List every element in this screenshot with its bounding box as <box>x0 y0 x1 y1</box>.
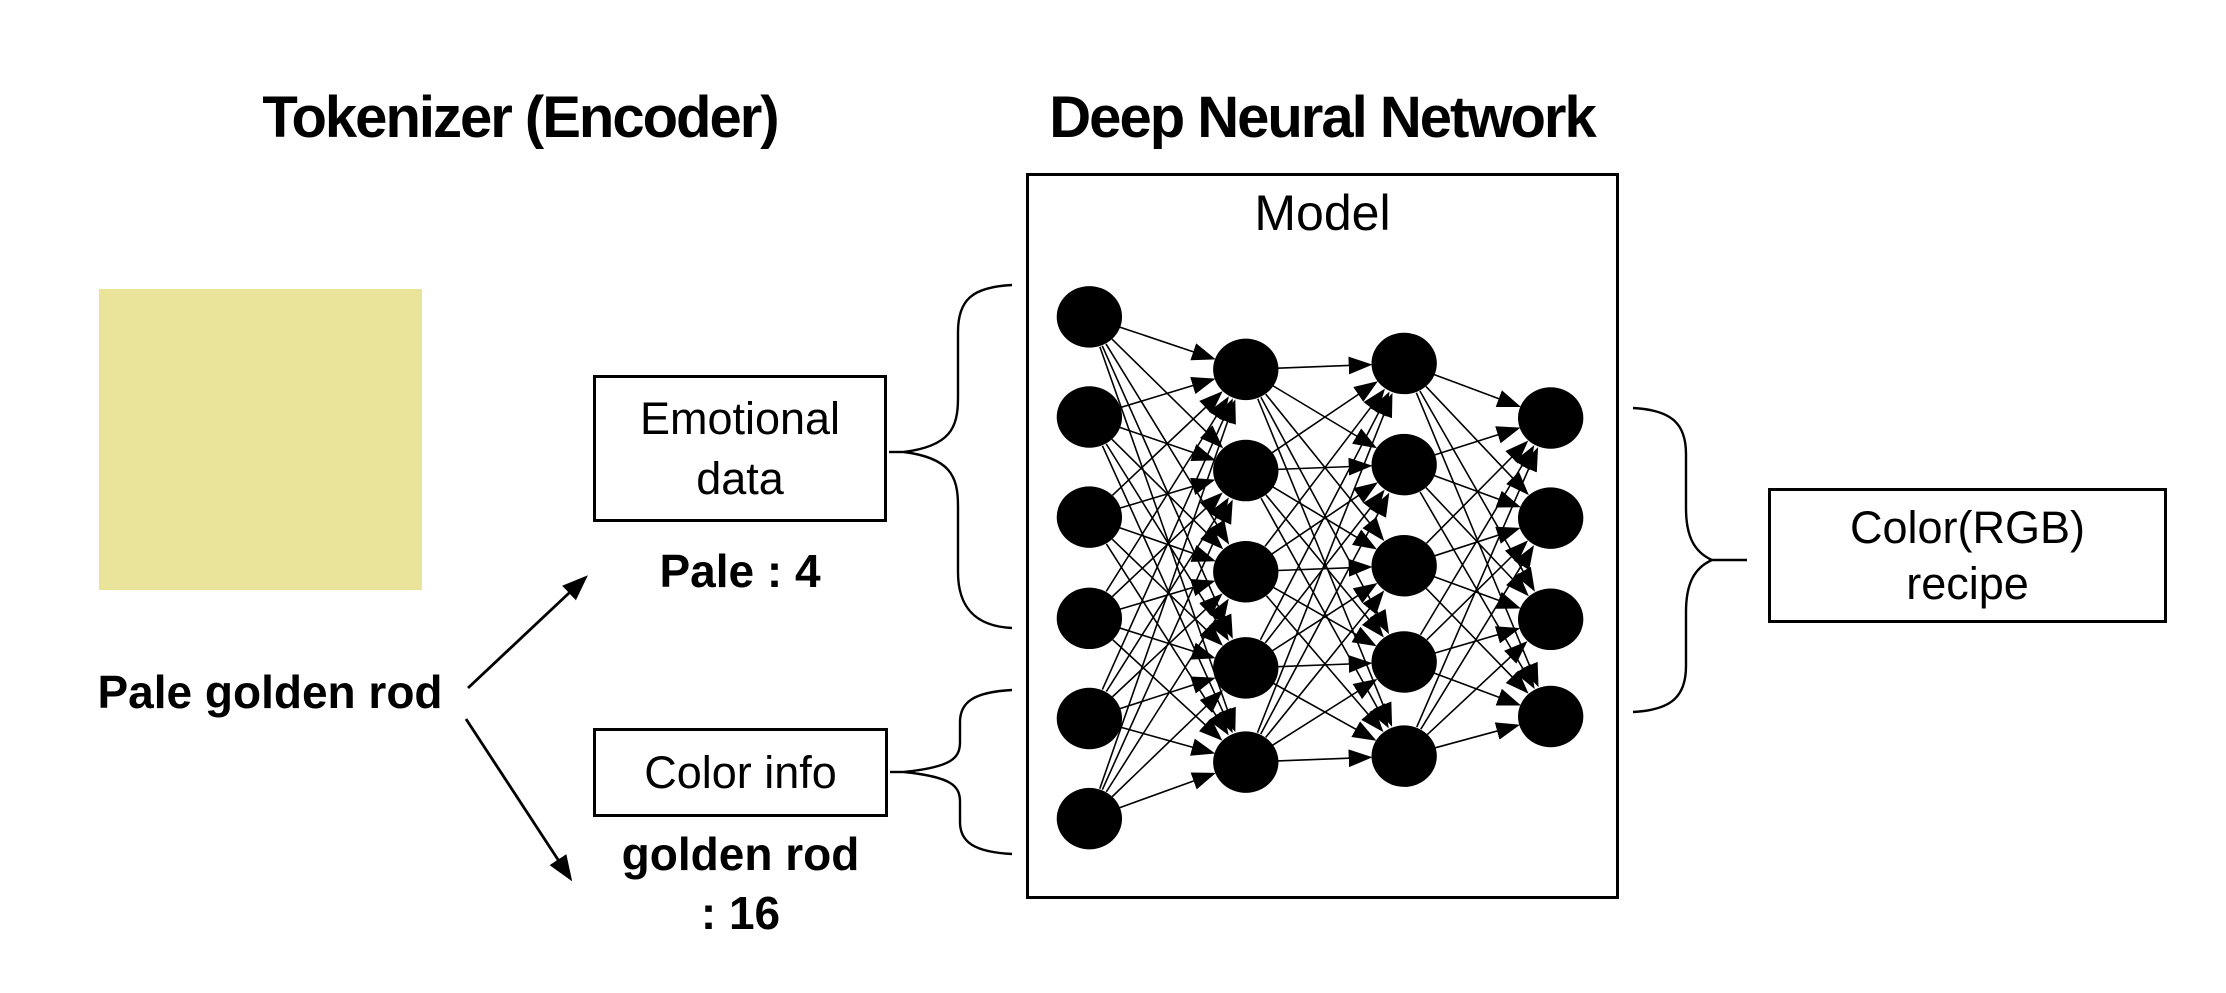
nn-edge <box>1259 391 1390 641</box>
nn-edge <box>1277 457 1373 476</box>
nn-edge <box>1265 590 1385 738</box>
arrow-to-goldenrod-token-icon <box>464 718 573 882</box>
nn-node <box>1056 486 1123 548</box>
nn-edge <box>1119 579 1216 611</box>
nn-edge <box>1264 388 1385 547</box>
nn-edge <box>1434 426 1521 456</box>
nn-edge <box>1111 438 1224 550</box>
color-swatch <box>99 289 422 590</box>
nn-edge <box>1119 426 1216 462</box>
recipe-line1: Color(RGB) <box>1849 501 2086 553</box>
nn-node <box>1371 725 1437 787</box>
nn-edge <box>1273 682 1377 741</box>
nn-edge <box>1119 526 1216 562</box>
nn-edge <box>1111 391 1223 496</box>
color-info-box: Color info <box>593 728 888 817</box>
nn-node <box>1213 540 1279 603</box>
nn-edge <box>1119 676 1216 710</box>
nn-edge <box>1272 678 1378 746</box>
nn-edge <box>1118 772 1216 809</box>
model-title: Model <box>1254 185 1391 241</box>
nn-edge <box>1271 381 1378 454</box>
swatch-label: Pale golden rod <box>97 666 443 718</box>
recipe-box: Color(RGB) recipe <box>1768 488 2167 623</box>
nn-edge <box>1119 627 1216 660</box>
tokenizer-section-title: Tokenizer (Encoder) <box>262 85 779 150</box>
dnn-section-title: Deep Neural Network <box>1049 85 1596 150</box>
nn-edge <box>1119 326 1216 361</box>
nn-edge <box>1425 487 1529 597</box>
nn-edge <box>1419 390 1535 592</box>
nn-node <box>1371 535 1437 597</box>
nn-edge <box>1277 749 1373 768</box>
goldenrod-token-line1: golden rod <box>621 828 860 880</box>
nn-edge <box>1416 447 1539 728</box>
nn-edge <box>1260 492 1390 735</box>
nn-node <box>1518 588 1584 651</box>
nn-edge <box>1433 474 1521 508</box>
nn-edge <box>1419 445 1535 636</box>
nn-node <box>1213 439 1279 502</box>
brace-emotional-icon <box>903 283 1013 630</box>
nn-node <box>1056 286 1123 348</box>
nn-edge <box>1101 499 1233 791</box>
color-info-label: Color info <box>644 746 837 798</box>
goldenrod-token-line2: : 16 <box>700 887 781 939</box>
neural-network-svg <box>1056 286 1584 850</box>
nn-node <box>1056 587 1123 650</box>
nn-node <box>1518 685 1584 748</box>
nn-node <box>1213 731 1279 793</box>
nn-edge <box>1426 640 1528 736</box>
brace-color-info-icon <box>903 688 1013 856</box>
brace-output-icon <box>1632 406 1715 714</box>
goldenrod-token-value: golden rod : 16 <box>593 825 888 943</box>
nn-edge <box>1425 440 1529 544</box>
nn-edge <box>1119 726 1216 756</box>
nn-node <box>1056 787 1123 850</box>
nn-edge <box>1256 392 1393 733</box>
recipe-line2: recipe <box>1906 557 2029 609</box>
nn-node <box>1371 433 1437 496</box>
nn-node <box>1371 332 1437 395</box>
nn-node <box>1518 387 1584 449</box>
nn-edge <box>1105 598 1229 793</box>
nn-node <box>1518 487 1584 549</box>
emotional-data-box: Emotional data <box>593 375 887 522</box>
nn-edge <box>1434 722 1521 749</box>
nn-edge <box>1099 399 1236 789</box>
nn-edge <box>1111 338 1224 449</box>
nn-edge <box>1119 377 1216 409</box>
nn-edge <box>1119 477 1216 509</box>
nn-edge <box>1433 373 1522 408</box>
nn-node <box>1213 637 1279 699</box>
nn-edge <box>1272 486 1377 550</box>
nn-edge <box>1277 356 1373 375</box>
nn-node <box>1213 338 1279 401</box>
emotional-data-line1: Emotional <box>639 392 841 444</box>
arrow-to-pale-token-icon <box>467 575 588 690</box>
nn-node <box>1056 386 1123 448</box>
nn-node <box>1056 687 1123 750</box>
nn-edge <box>1111 689 1224 798</box>
nn-edge <box>1425 385 1529 496</box>
nn-edge <box>1277 655 1373 673</box>
nn-edge <box>1101 398 1233 690</box>
nn-edge <box>1420 545 1535 730</box>
pale-token-value: Pale : 4 <box>659 545 821 597</box>
nn-edge <box>1272 385 1377 449</box>
emotional-data-line2: data <box>696 452 784 504</box>
nn-edge <box>1105 396 1229 592</box>
nn-edge <box>1099 346 1236 733</box>
nn-edge <box>1265 393 1385 542</box>
nn-edge <box>1112 639 1223 741</box>
nn-node <box>1371 631 1437 693</box>
nn-edge <box>1111 538 1224 646</box>
model-box: Model <box>1026 173 1619 899</box>
